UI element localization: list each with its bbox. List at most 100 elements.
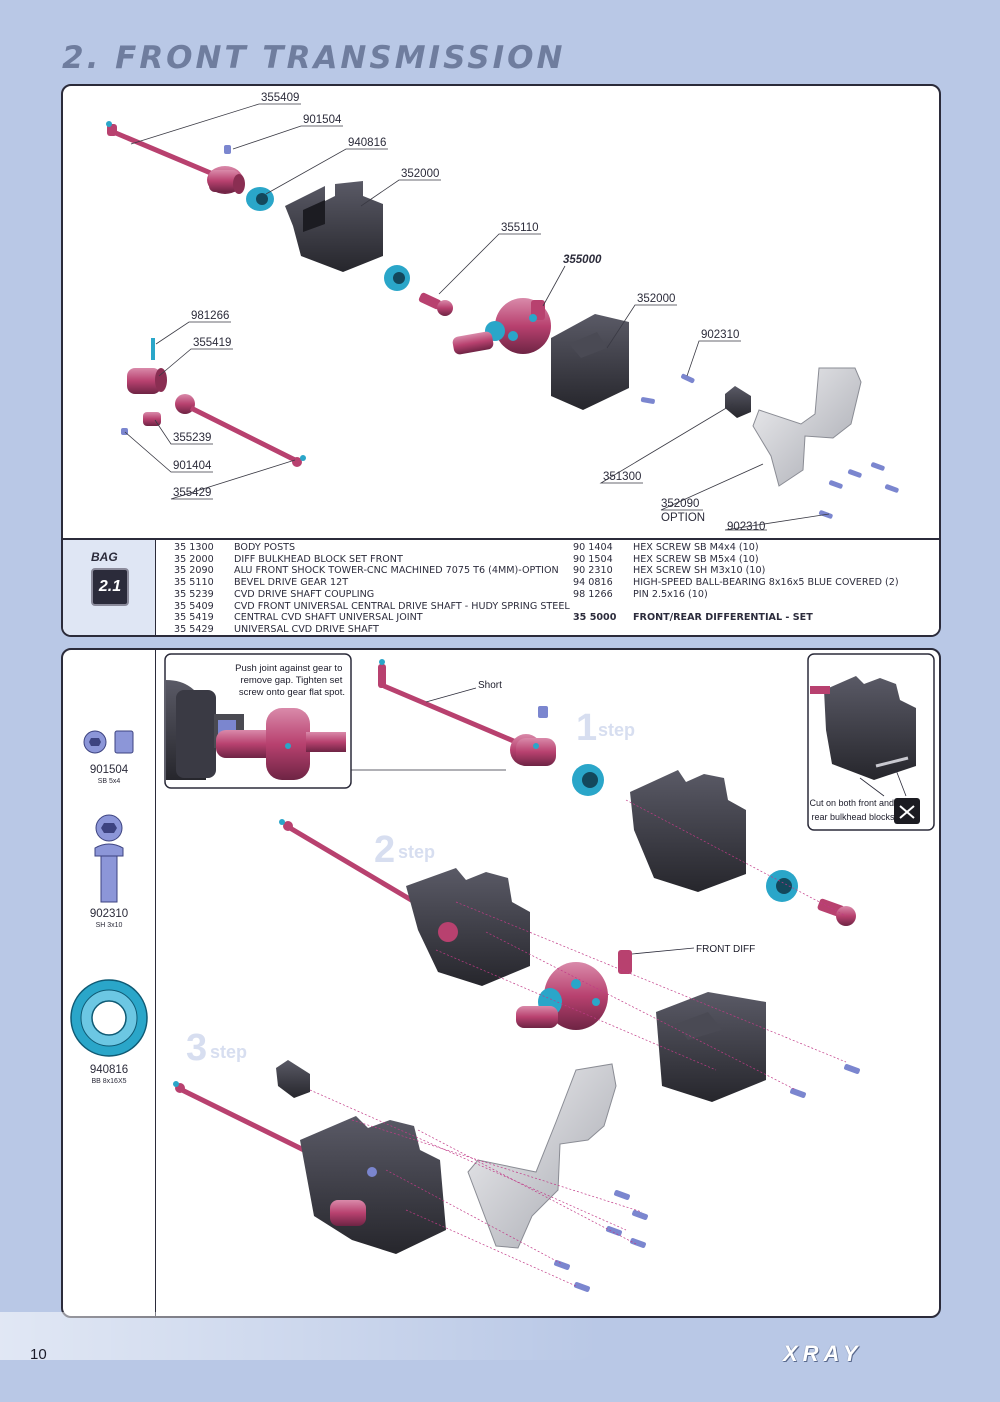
callout-355429: 355429 [173,487,211,499]
inset-note-line-2: remove gap. Tighten set [240,675,342,686]
hardware-spec-940816: BB 8x16X5 [91,1078,127,1085]
callout-901404: 901404 [173,460,212,472]
step-labels: 1 step 2 step 3 step [186,707,635,1069]
cvd-coupling [143,412,161,426]
part-code: 90 1504 [573,553,613,565]
step-1-word: step [598,720,635,740]
front-diff-label: FRONT DIFF [696,944,755,955]
diff-bulkhead-lower [551,314,629,410]
ball-bearing-icon [70,979,148,1057]
part-description: FRONT/REAR DIFFERENTIAL - SET [633,612,813,624]
exploded-view-diagram: 355409 901504 940816 352000 355110 35500… [106,92,899,533]
part-code: 35 5239 [174,588,214,600]
part-description: CVD FRONT UNIVERSAL CENTRAL DRIVE SHAFT … [234,600,570,612]
callout-355239: 355239 [173,432,211,444]
callout-352000-top: 352000 [401,168,439,180]
step-2-screws [790,1064,860,1098]
central-drive-shaft [106,121,245,194]
parts-list-strip: BAG 2.1 35 1300 BODY POSTS 35 2000 DIFF BUL… [63,538,939,635]
callout-981266: 981266 [191,310,229,322]
part-description: HEX SCREW SH M3x10 (10) [633,565,766,577]
parts-list: 35 1300 BODY POSTS 35 2000 DIFF BULKHEAD BL… [155,540,939,635]
step-3-screws [554,1190,648,1292]
part-description: CENTRAL CVD SHAFT UNIVERSAL JOINT [234,612,423,624]
bag-number-badge: 2.1 [91,568,129,606]
step-3-body-post [276,1060,310,1098]
step-1-bearing [572,764,604,796]
bag-indicator: BAG 2.1 [63,540,155,635]
part-code: 98 1266 [573,588,613,600]
short-label: Short [478,680,502,691]
diff-bulkhead-upper [285,181,383,272]
step-3-number: 3 [186,1027,207,1069]
leader-lines [124,103,830,531]
assembly-steps-panel: 901504 SB 5x4 902310 SH 3x10 940816 BB 8… [61,648,941,1318]
part-description: HEX SCREW SB M5x4 (10) [633,553,759,565]
bag-label: BAG [91,550,118,564]
cut-bulkhead-inset: Cut on both front and rear bulkhead bloc… [807,653,935,831]
cut-note-line-1: Cut on both front and [809,798,894,808]
hardware-spec-901504: SB 5x4 [97,778,121,785]
pin [151,338,155,360]
part-code: 94 0816 [573,577,613,589]
hardware-spec-902310: SH 3x10 [95,922,123,929]
svg-text:Cut on both front and: Cut on both front and rear bulkhead bloc… [809,798,896,822]
inset-note-line-3: screw onto gear flat spot. [239,687,345,698]
step-3-shock-tower [467,1063,617,1249]
callout-940816: 940816 [348,137,386,149]
cut-note-line-2: rear bulkhead blocks [811,812,895,822]
part-code: 35 2090 [174,565,214,577]
hardware-icons [70,730,148,1057]
step-1-bulkhead [630,770,746,892]
part-description: HIGH-SPEED BALL-BEARING 8x16x5 BLUE COVE… [633,577,899,589]
inset-note-line-1: Push joint against gear to [235,663,342,674]
screws-group-b [818,462,899,519]
part-description: BODY POSTS [234,542,296,553]
differential [452,298,551,355]
callout-355419: 355419 [193,337,231,349]
hex-screw-icon [94,814,124,903]
callout-902310-upper: 902310 [701,329,739,341]
part-code: 35 5110 [174,577,214,589]
universal-joint [127,368,167,394]
universal-drive-shaft [175,394,306,467]
step-3-bulkhead-assembly [300,1116,446,1254]
callout-351300: 351300 [603,471,641,483]
step-3-drive-shaft [173,1081,314,1157]
brand-logo: XRAY [783,1341,863,1366]
part-description: HEX SCREW SB M4x4 (10) [633,542,759,553]
callout-355110: 355110 [501,222,539,234]
part-description: DIFF BULKHEAD BLOCK SET FRONT [234,553,403,565]
callout-352090: 352090 [661,498,699,510]
part-code: 35 1300 [174,542,214,553]
part-description: ALU FRONT SHOCK TOWER-CNC MACHINED 7075 … [234,565,559,577]
part-code: 35 5000 [573,612,617,624]
set-screw [224,145,231,154]
bearing-right [384,265,410,291]
step-3-word: step [210,1042,247,1062]
step-1-bevel-gear [817,898,856,926]
step-2-bulkhead [406,868,530,986]
callout-901504: 901504 [303,114,342,126]
callout-355409: 355409 [261,92,299,104]
part-code: 90 1404 [573,542,613,553]
part-code: 35 5409 [174,600,214,612]
hardware-code-940816: 940816 [89,1064,129,1076]
bevel-drive-gear [418,292,453,316]
callout-352000-bottom: 352000 [637,293,675,305]
part-description: UNIVERSAL CVD DRIVE SHAFT [234,623,379,635]
callout-option: OPTION [661,512,705,524]
page-number: 10 [30,1346,47,1363]
screws-group-a [640,373,695,404]
part-code: 35 2000 [174,553,214,565]
callout-355000: 355000 [563,254,602,266]
gear-gap-detail-inset: Push joint against gear to remove gap. T… [164,653,352,789]
hardware-legend: 901504 SB 5x4 902310 SH 3x10 940816 BB 8… [63,650,155,1316]
callout-902310-lower: 902310 [727,521,765,533]
exploded-view-panel: 355409 901504 940816 352000 355110 35500… [61,84,941,637]
part-code: 35 5419 [174,612,214,624]
step-2-word: step [398,842,435,862]
step-2-drive-shaft [279,819,420,907]
step-2-number: 2 [374,829,395,871]
step-1-number: 1 [576,707,597,749]
